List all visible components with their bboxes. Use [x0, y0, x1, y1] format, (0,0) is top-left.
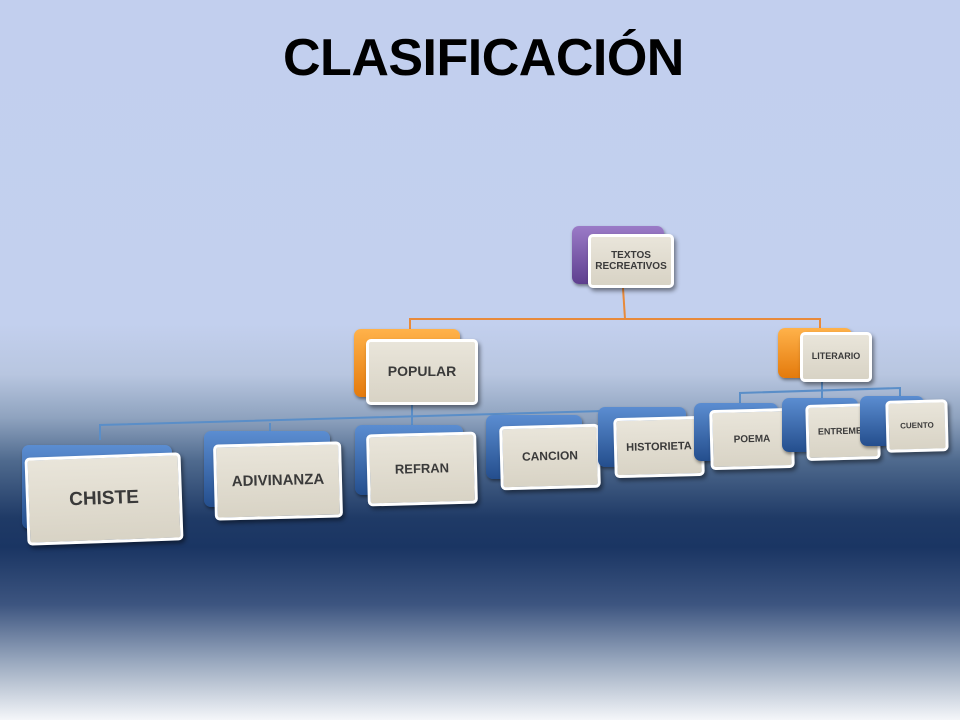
node-poema[interactable]: POEMA	[694, 403, 800, 477]
node-label: LITERARIO	[811, 351, 861, 362]
node-adivinanza[interactable]: ADIVINANZA	[204, 431, 350, 527]
node-label: REFRAN	[394, 460, 450, 477]
connector-literario-children	[739, 386, 901, 405]
node-label: HISTORIETA	[626, 440, 692, 454]
node-entremes[interactable]: ENTREMES	[782, 398, 881, 466]
node-label: ADIVINANZA	[231, 470, 325, 490]
node-popular[interactable]: POPULAR	[354, 329, 480, 409]
connector-root-stem	[622, 287, 626, 320]
node-refran[interactable]: REFRAN	[355, 425, 478, 513]
node-literario[interactable]: LITERARIO	[778, 328, 874, 386]
node-chiste[interactable]: CHISTE	[22, 445, 188, 549]
node-label: CUENTO	[900, 420, 934, 431]
node-label: CHISTE	[68, 486, 140, 510]
node-cancion[interactable]: CANCION	[486, 415, 602, 497]
node-textos-recreativos[interactable]: TEXTOS RECREATIVOS	[572, 226, 680, 292]
node-label: CANCION	[521, 448, 579, 465]
node-label: POPULAR	[387, 363, 457, 380]
node-label: POEMA	[733, 433, 771, 445]
node-label: TEXTOS RECREATIVOS	[595, 250, 667, 272]
node-cuento[interactable]: CUENTO	[860, 396, 952, 458]
node-historieta[interactable]: HISTORIETA	[598, 407, 708, 483]
connector-root-branches	[409, 318, 821, 330]
slide-title: CLASIFICACIÓN	[283, 29, 684, 87]
